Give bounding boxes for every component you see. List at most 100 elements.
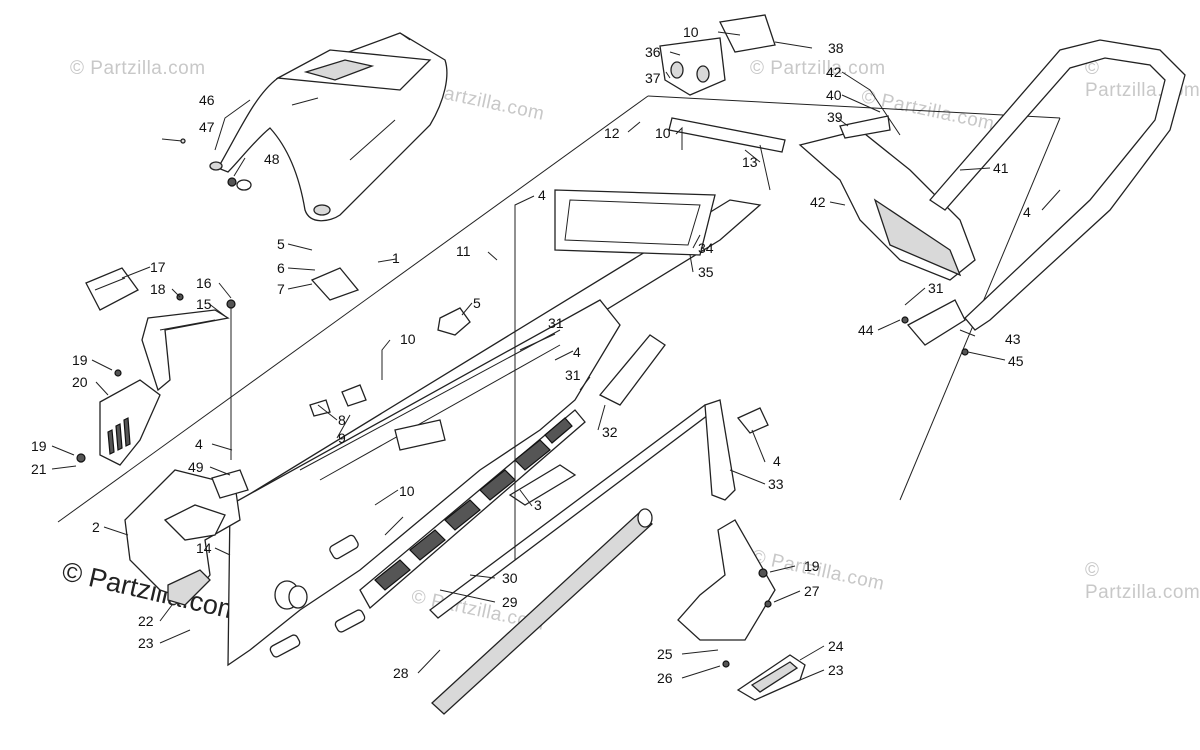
callout-1: 1	[392, 250, 400, 266]
bracket-36	[659, 37, 726, 96]
nut-19-left	[76, 453, 86, 463]
rear-bumper	[929, 39, 1186, 331]
callout-4: 4	[773, 453, 781, 469]
tunnel-frame	[227, 189, 762, 667]
callout-12: 12	[604, 125, 620, 141]
footrest-plate	[677, 519, 776, 641]
callout-48: 48	[264, 151, 280, 167]
callout-9: 9	[338, 430, 346, 446]
callout-31: 31	[548, 315, 564, 331]
callout-45: 45	[1008, 353, 1024, 369]
washer-8	[309, 399, 331, 417]
callout-41: 41	[993, 160, 1009, 176]
clip-7	[310, 267, 360, 301]
callout-20: 20	[72, 374, 88, 390]
callout-18: 18	[150, 281, 166, 297]
callout-4: 4	[1023, 204, 1031, 220]
bracket-9	[341, 384, 367, 407]
mount-tube	[394, 419, 446, 451]
callout-10: 10	[655, 125, 671, 141]
callout-23: 23	[828, 662, 844, 678]
callout-26: 26	[657, 670, 673, 686]
bracket-20	[99, 379, 161, 466]
seat-bolt	[161, 138, 186, 144]
rear-tube	[431, 508, 653, 715]
callout-42: 42	[810, 194, 826, 210]
callout-14: 14	[196, 540, 212, 556]
callout-23: 23	[138, 635, 154, 651]
callout-10: 10	[399, 483, 415, 499]
callout-38: 38	[828, 40, 844, 56]
callout-2: 2	[92, 519, 100, 535]
bolt-16	[226, 299, 236, 460]
callout-4: 4	[573, 344, 581, 360]
callout-22: 22	[138, 613, 154, 629]
watermark: © Partzilla.com	[1085, 560, 1200, 603]
callout-32: 32	[602, 424, 618, 440]
washer-26	[722, 660, 730, 668]
callout-47: 47	[199, 119, 215, 135]
snow-flap	[798, 115, 976, 281]
top-bracket-38	[719, 14, 776, 53]
bracket-15	[141, 309, 230, 392]
clip-5-center	[437, 307, 471, 336]
callout-17: 17	[150, 259, 166, 275]
callout-8: 8	[338, 412, 346, 428]
seat	[209, 32, 448, 222]
callout-5: 5	[277, 236, 285, 252]
callout-30: 30	[502, 570, 518, 586]
callout-33: 33	[768, 476, 784, 492]
callout-29: 29	[502, 594, 518, 610]
footrest-22	[167, 569, 211, 606]
callout-31: 31	[928, 280, 944, 296]
front-plate	[124, 469, 241, 601]
callout-19: 19	[31, 438, 47, 454]
bolt-45	[961, 348, 969, 356]
callout-34: 34	[698, 240, 714, 256]
callout-11: 11	[456, 243, 471, 259]
callout-27: 27	[804, 583, 820, 599]
callout-28: 28	[393, 665, 409, 681]
watermark: © Partzilla.com	[750, 58, 886, 79]
callout-42: 42	[826, 64, 842, 80]
clip-3	[508, 464, 577, 506]
callout-labels: 1 2 3 4 4 4 4 4 5 5 6 7 8 9 10 10 10 10 …	[31, 24, 1031, 686]
callout-3: 3	[534, 497, 542, 513]
callout-43: 43	[1005, 331, 1021, 347]
callout-36: 36	[645, 44, 661, 60]
callout-37: 37	[645, 70, 661, 86]
bar-13	[668, 117, 786, 191]
callout-24: 24	[828, 638, 844, 654]
callout-21: 21	[31, 461, 47, 477]
watermark: © Partzilla.com	[70, 58, 206, 79]
running-board	[359, 409, 586, 610]
bolt-19-left	[114, 369, 122, 377]
plate-43	[906, 299, 966, 346]
callout-25: 25	[657, 646, 673, 662]
bracket-49	[211, 469, 249, 499]
step-24	[736, 654, 806, 701]
callout-31: 31	[565, 367, 581, 383]
callout-13: 13	[742, 154, 758, 170]
bolt-44	[901, 316, 909, 324]
bracket-33	[704, 399, 769, 501]
callout-7: 7	[277, 281, 285, 297]
callout-40: 40	[826, 87, 842, 103]
callout-5: 5	[473, 295, 481, 311]
callout-44: 44	[858, 322, 874, 338]
callout-35: 35	[698, 264, 714, 280]
callout-10: 10	[683, 24, 699, 40]
callout-19: 19	[804, 558, 820, 574]
callout-39: 39	[827, 109, 843, 125]
callout-46: 46	[199, 92, 215, 108]
callout-49: 49	[188, 459, 204, 475]
callout-15: 15	[196, 296, 212, 312]
callout-19: 19	[72, 352, 88, 368]
nut-19-right	[758, 568, 768, 578]
callout-4: 4	[195, 436, 203, 452]
bracket-17	[85, 267, 139, 311]
callout-10: 10	[400, 331, 416, 347]
seat-washer	[227, 177, 252, 191]
